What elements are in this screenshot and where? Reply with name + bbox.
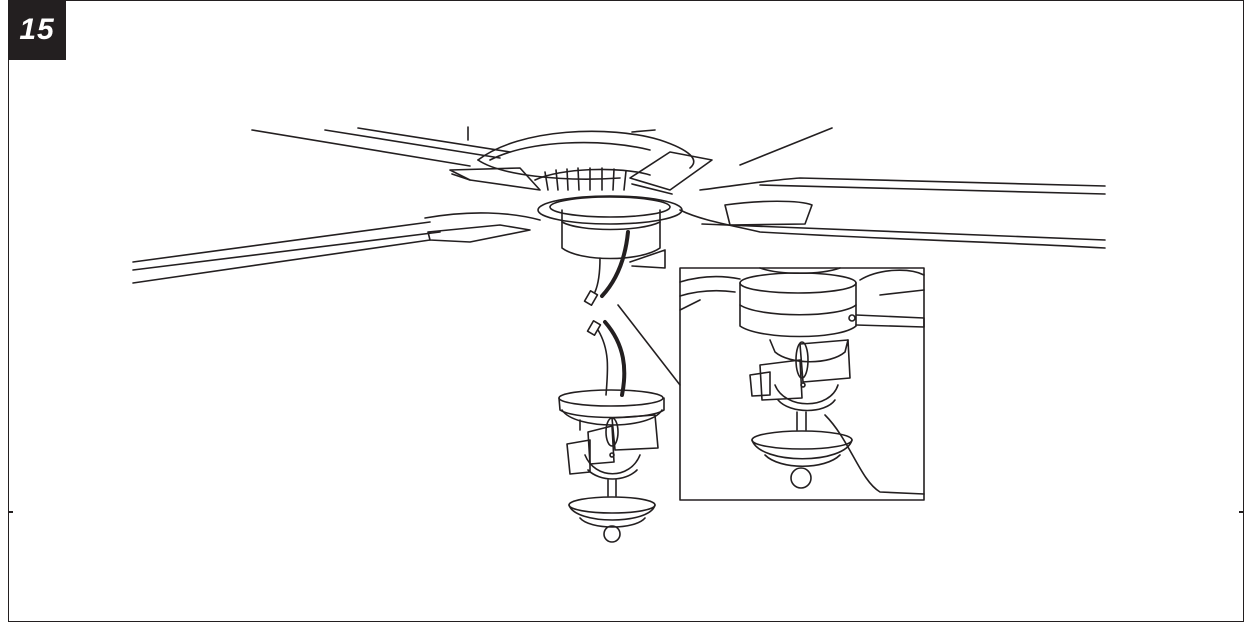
fan-blade-lower-left: [132, 212, 541, 284]
fan-blade-upper-left: [251, 127, 541, 191]
fan-blade-upper-right: [629, 127, 833, 195]
callout-leader-line: [617, 304, 681, 386]
light-kit-switch-cup: [558, 389, 665, 431]
motor-housing-top: [477, 130, 695, 191]
switch-housing-collar: [537, 195, 683, 269]
step-number-badge: 15: [8, 0, 66, 60]
diagram-frame: [8, 0, 1244, 622]
left-edge-tick: [8, 511, 13, 513]
fan-blade-right: [679, 177, 1106, 249]
light-kit-body: [566, 414, 659, 543]
right-edge-tick: [1239, 511, 1244, 513]
wire-connectors: [583, 230, 630, 397]
inset-detail-view: [679, 267, 925, 501]
